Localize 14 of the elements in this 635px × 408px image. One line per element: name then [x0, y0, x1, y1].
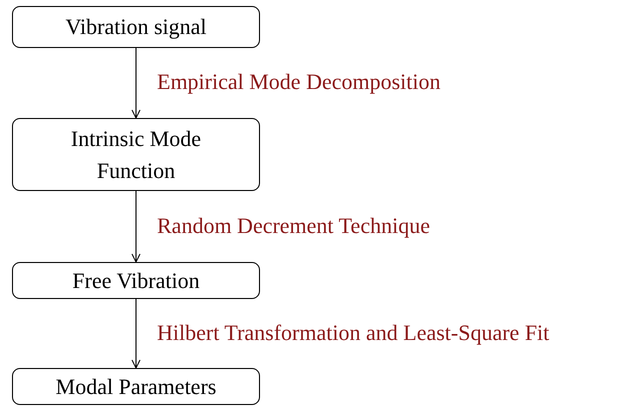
process-box — [12, 262, 260, 299]
arrow — [132, 298, 140, 368]
arrow — [132, 48, 140, 118]
edge-label: Empirical Mode Decomposition — [157, 69, 440, 95]
process-box — [12, 368, 260, 405]
box-label: Free Vibration — [71, 266, 201, 295]
box-label: Modal Parameters — [54, 372, 218, 401]
arrow — [132, 190, 140, 262]
box-label: Intrinsic Mode Function — [70, 124, 202, 184]
process-box — [12, 118, 260, 191]
edge-label: Hilbert Transformation and Least-Square Fit — [157, 320, 550, 346]
process-box — [12, 6, 260, 48]
edge-label: Random Decrement Technique — [157, 212, 430, 238]
box-label: Vibration signal — [64, 13, 208, 42]
